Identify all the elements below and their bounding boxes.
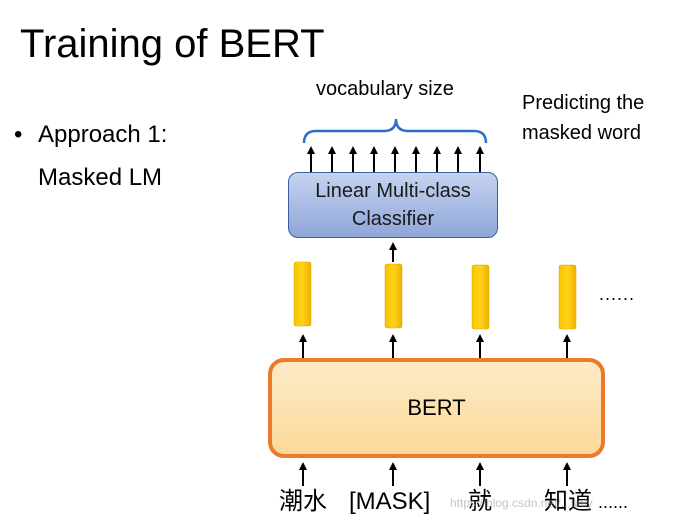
predicting-label-line-2: masked word [522,122,641,144]
embedding-bar-1 [293,261,312,327]
token-4: 知道 [544,488,592,515]
token-mask: [MASK] [349,488,431,515]
token-3: 就 [468,488,492,515]
embedding-bar-3 [471,264,490,330]
token-input-arrows [299,462,571,486]
classifier-label-line-2: Classifier [351,208,435,230]
predicting-label-line-1: Predicting the [522,92,645,114]
token-ellipsis: ...... [598,492,629,512]
slide-title: Training of BERT [20,22,325,66]
bert-model-box: BERT [268,358,605,458]
bert-label: BERT [407,395,466,420]
watermark: https://blog.csdn.net/...unly [450,496,593,510]
embedding-ellipsis: ...... [599,284,636,304]
bullet-dot: • [14,121,23,148]
bullet-line-1: Approach 1: [38,121,168,148]
vocabulary-size-label: vocabulary size [316,78,454,100]
classifier-output-arrows [307,146,484,172]
classifier-label-line-1: Linear Multi-class [315,180,471,202]
bullet-line-2: Masked LM [38,164,163,191]
embedding-bar-4 [558,264,577,330]
bert-output-arrows [299,334,571,358]
token-1: 潮水 [279,488,327,515]
linear-classifier-box: Linear Multi-class Classifier [288,172,498,238]
embedding-bar-2 [384,263,403,329]
vocabulary-brace [302,118,488,144]
predicting-label: Predicting the masked word [522,88,644,148]
